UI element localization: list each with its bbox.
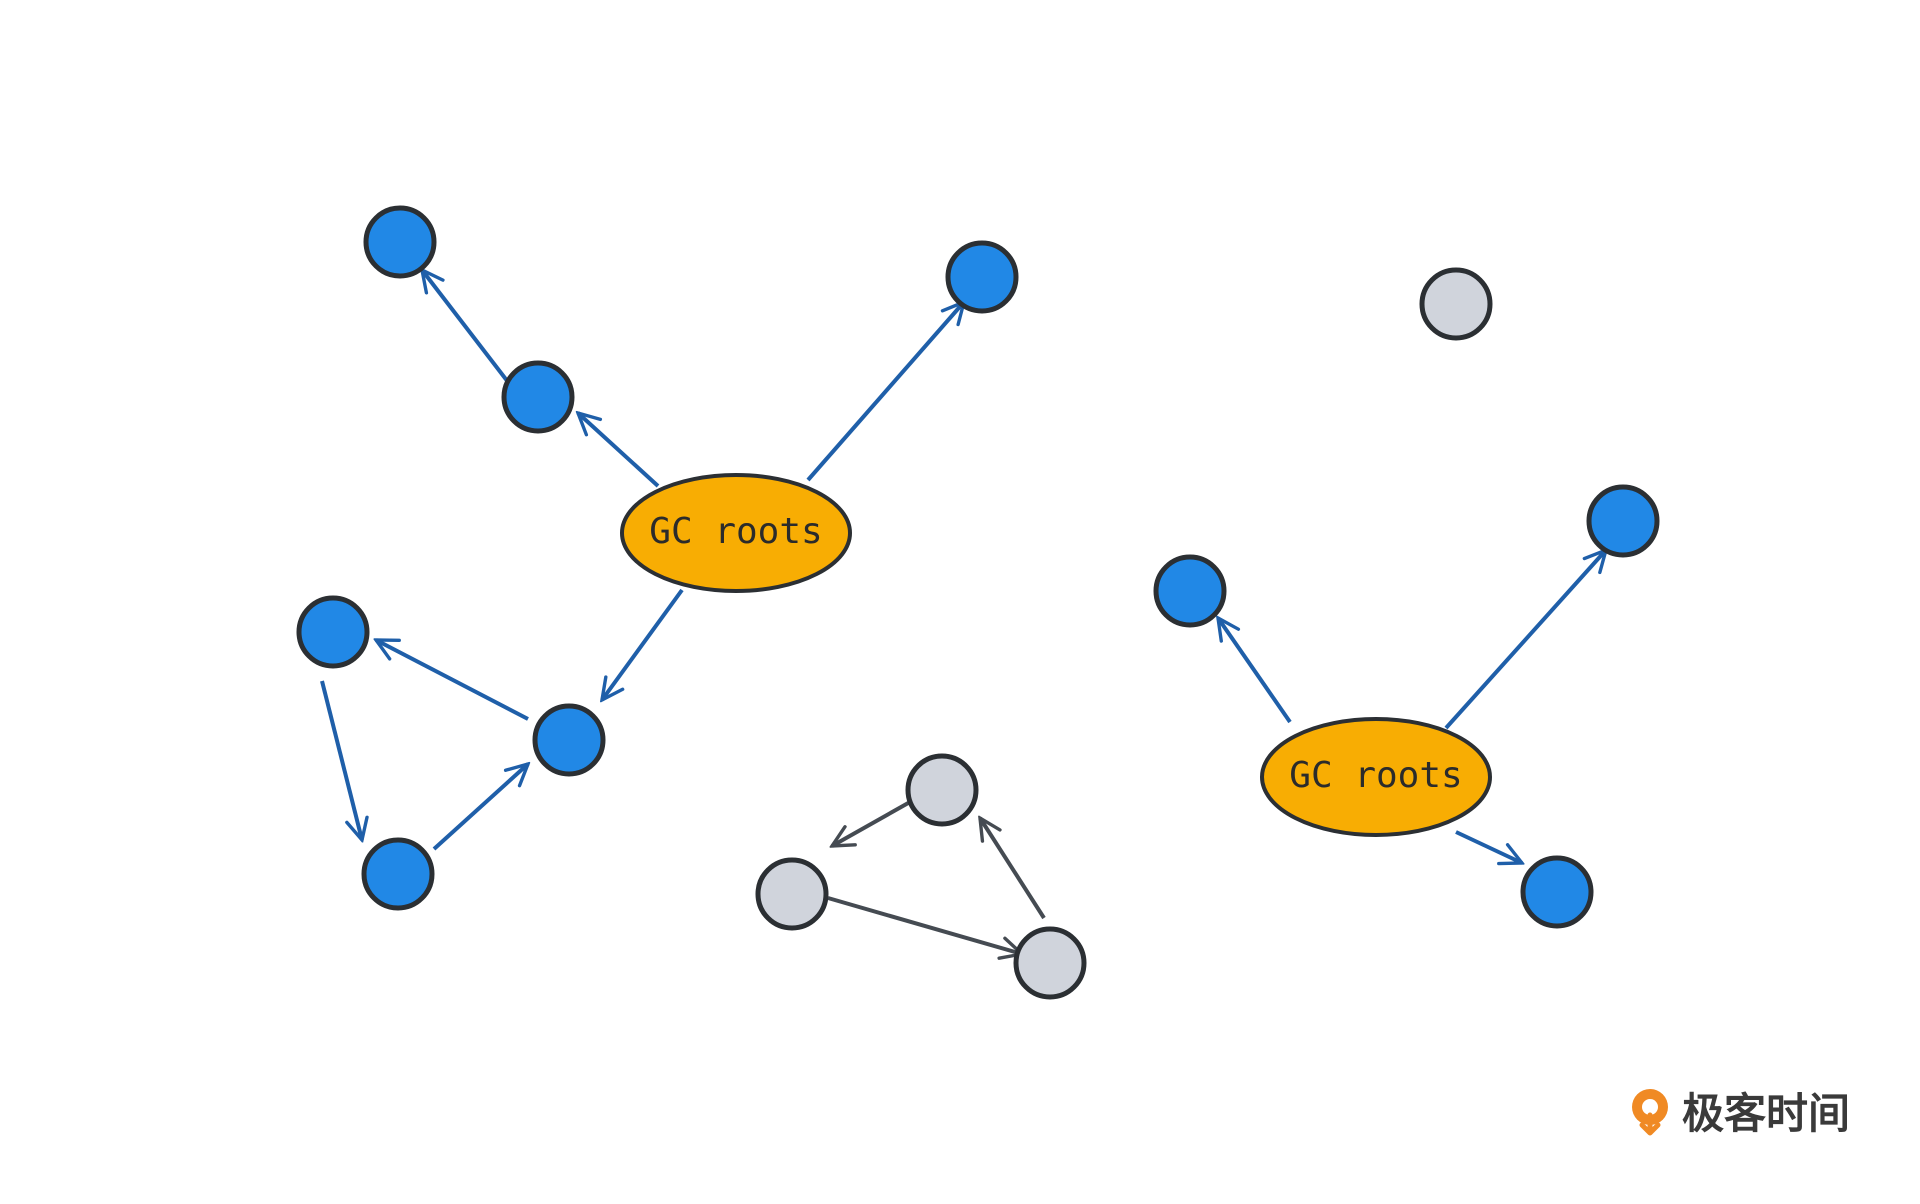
edge-unreachable [832,800,911,846]
edge-unreachable [980,818,1046,920]
unreachable-object-node [1013,926,1087,1000]
reachable-object-node [532,703,606,777]
brand-name: 极客时间 [1682,1089,1851,1138]
edge-node-to-node [432,764,528,851]
unreachable-objects [755,267,1493,1000]
edge-node-to-node [376,638,529,721]
unreachable-object-node [755,857,829,931]
edge-root-to-node [1455,830,1522,863]
edge-unreachable [827,896,1022,954]
reachable-objects [296,205,1660,929]
brand-watermark: 极客时间 [1628,1080,1850,1141]
gc-root-label: GC roots [649,511,822,552]
gc-root-ellipse [1260,717,1492,837]
gc-root-left: GC roots [620,473,852,593]
geektime-logo-icon [1632,1088,1668,1135]
edges-left-cluster [320,270,964,851]
edge-root-to-node [1444,550,1606,730]
edge-root-to-node [578,413,660,488]
edge-root-to-node [1218,618,1292,724]
gc-root-ellipse [620,473,852,593]
reachable-object-node [1586,484,1660,558]
unreachable-object-node [905,753,979,827]
edges-unreachable-cycle [827,800,1046,954]
edge-root-to-node [602,588,684,700]
reachable-object-node [1153,554,1227,628]
gc-root-label: GC roots [1289,755,1462,796]
reachable-object-node [1520,855,1594,929]
reachable-object-node [363,205,437,279]
gc-root-right: GC roots [1260,717,1492,837]
reachable-object-node [361,837,435,911]
edge-node-to-node [422,270,510,384]
edge-root-to-node [806,302,964,482]
edges-right-cluster [1218,550,1606,863]
edge-node-to-node [320,680,362,840]
reachable-object-node [296,595,370,669]
reachable-object-node [501,360,575,434]
unreachable-object-node [1419,267,1493,341]
reachable-object-node [945,240,1019,314]
